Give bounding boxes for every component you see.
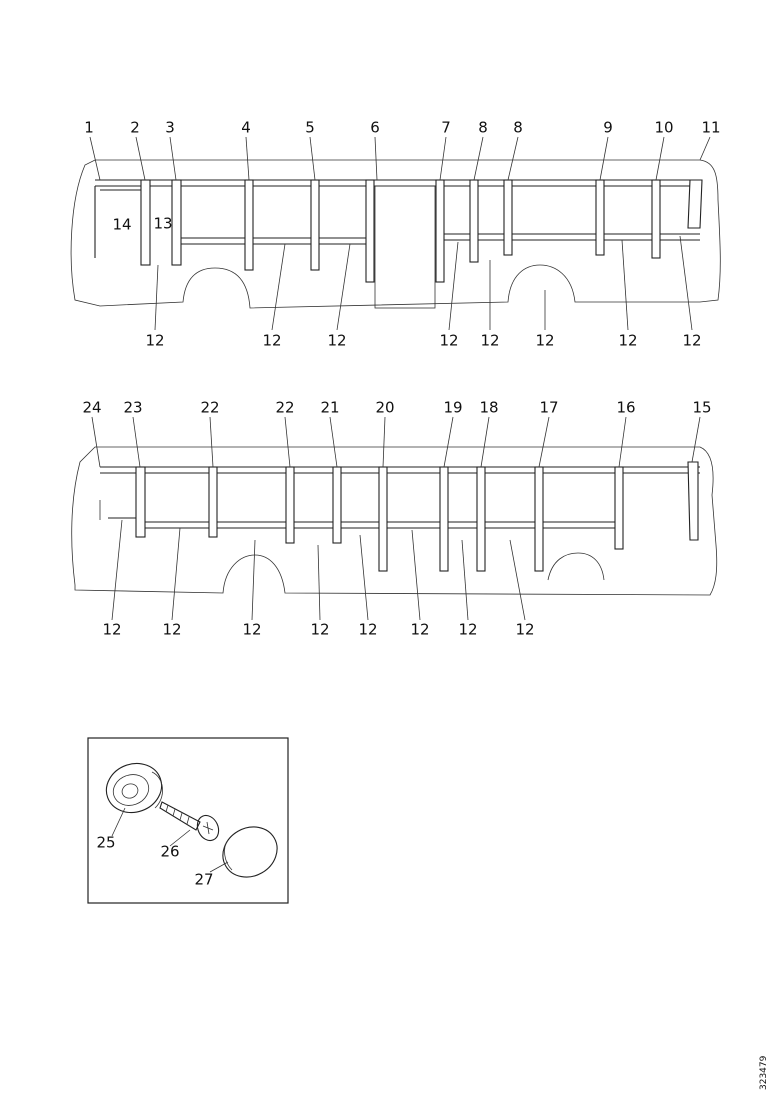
callout-6: 6: [370, 119, 380, 137]
callout-22b: 22: [275, 399, 294, 417]
callout-12-m: 12: [358, 621, 377, 639]
callout-23: 23: [123, 399, 142, 417]
callout-12-j: 12: [162, 621, 181, 639]
bus-top-view: 1 2 3 4 5 6 7 8 8 9 10 11 14 13 12 12 12…: [70, 119, 721, 350]
callout-2: 2: [130, 119, 140, 137]
post-23: [135, 466, 146, 538]
post-10: [651, 179, 661, 259]
post-22a: [208, 466, 218, 538]
callout-12-n: 12: [410, 621, 429, 639]
washer-part-25: [105, 762, 163, 814]
callout-12-i: 12: [102, 621, 121, 639]
callout-12-b: 12: [262, 332, 281, 350]
post-21: [332, 466, 342, 544]
callout-1: 1: [84, 119, 94, 137]
callout-4: 4: [241, 119, 251, 137]
door-top: [374, 185, 436, 309]
cap-part-27: [222, 826, 278, 878]
detail-leader-lines: [111, 807, 229, 873]
post-7: [435, 179, 445, 283]
post-19: [439, 466, 449, 572]
top-callouts: 1 2 3 4 5 6 7 8 8 9 10 11 14 13 12 12 12…: [84, 119, 720, 350]
bottom-leader-lines: [91, 416, 701, 621]
callout-17: 17: [539, 399, 558, 417]
document-number: 323479: [759, 1055, 769, 1090]
callout-18: 18: [479, 399, 498, 417]
bus-top-outline: [70, 159, 721, 309]
callout-12-k: 12: [242, 621, 261, 639]
callout-13: 13: [153, 215, 172, 233]
callout-8b: 8: [513, 119, 523, 137]
callout-12-g: 12: [618, 332, 637, 350]
callout-19: 19: [443, 399, 462, 417]
bottom-callouts: 24 23 22 22 21 20 19 18 17 16 15 12 12 1…: [82, 399, 711, 639]
callout-12-l: 12: [310, 621, 329, 639]
callout-16: 16: [616, 399, 635, 417]
wheel-arch-rear: [547, 552, 605, 581]
callout-15: 15: [692, 399, 711, 417]
callout-12-a: 12: [145, 332, 164, 350]
post-2: [140, 179, 151, 266]
post-9: [595, 179, 605, 256]
post-11: [687, 179, 703, 229]
callout-25: 25: [96, 834, 115, 852]
callout-12-f: 12: [535, 332, 554, 350]
post-17: [534, 466, 544, 572]
callout-11: 11: [701, 119, 720, 137]
callout-20: 20: [375, 399, 394, 417]
callout-22a: 22: [200, 399, 219, 417]
post-22b: [285, 466, 295, 544]
callout-26: 26: [160, 843, 179, 861]
post-8b: [503, 179, 513, 256]
post-5: [310, 179, 320, 271]
callout-12-e: 12: [480, 332, 499, 350]
callout-12-p: 12: [515, 621, 534, 639]
top-leader-lines: [89, 136, 711, 331]
callout-7: 7: [441, 119, 451, 137]
callout-5: 5: [305, 119, 315, 137]
bus-bottom-view: 24 23 22 22 21 20 19 18 17 16 15 12 12 1…: [71, 399, 718, 639]
callout-12-c: 12: [327, 332, 346, 350]
fastener-detail: 25 26 27: [87, 737, 289, 904]
post-6: [365, 179, 375, 283]
callout-27: 27: [194, 871, 213, 889]
post-3: [171, 179, 182, 266]
post-18: [476, 466, 486, 572]
post-4: [244, 179, 254, 271]
post-20: [378, 466, 388, 572]
callout-8a: 8: [478, 119, 488, 137]
callout-9: 9: [603, 119, 613, 137]
screw-part-26: [159, 801, 220, 842]
callout-14: 14: [112, 216, 131, 234]
bus-bottom-outline: [71, 446, 718, 596]
callout-21: 21: [320, 399, 339, 417]
callout-10: 10: [654, 119, 673, 137]
post-16: [614, 466, 624, 550]
post-8a: [469, 179, 479, 263]
post-15: [687, 461, 699, 541]
callout-12-o: 12: [458, 621, 477, 639]
callout-12-h: 12: [682, 332, 701, 350]
callout-3: 3: [165, 119, 175, 137]
callout-24: 24: [82, 399, 101, 417]
callout-12-d: 12: [439, 332, 458, 350]
